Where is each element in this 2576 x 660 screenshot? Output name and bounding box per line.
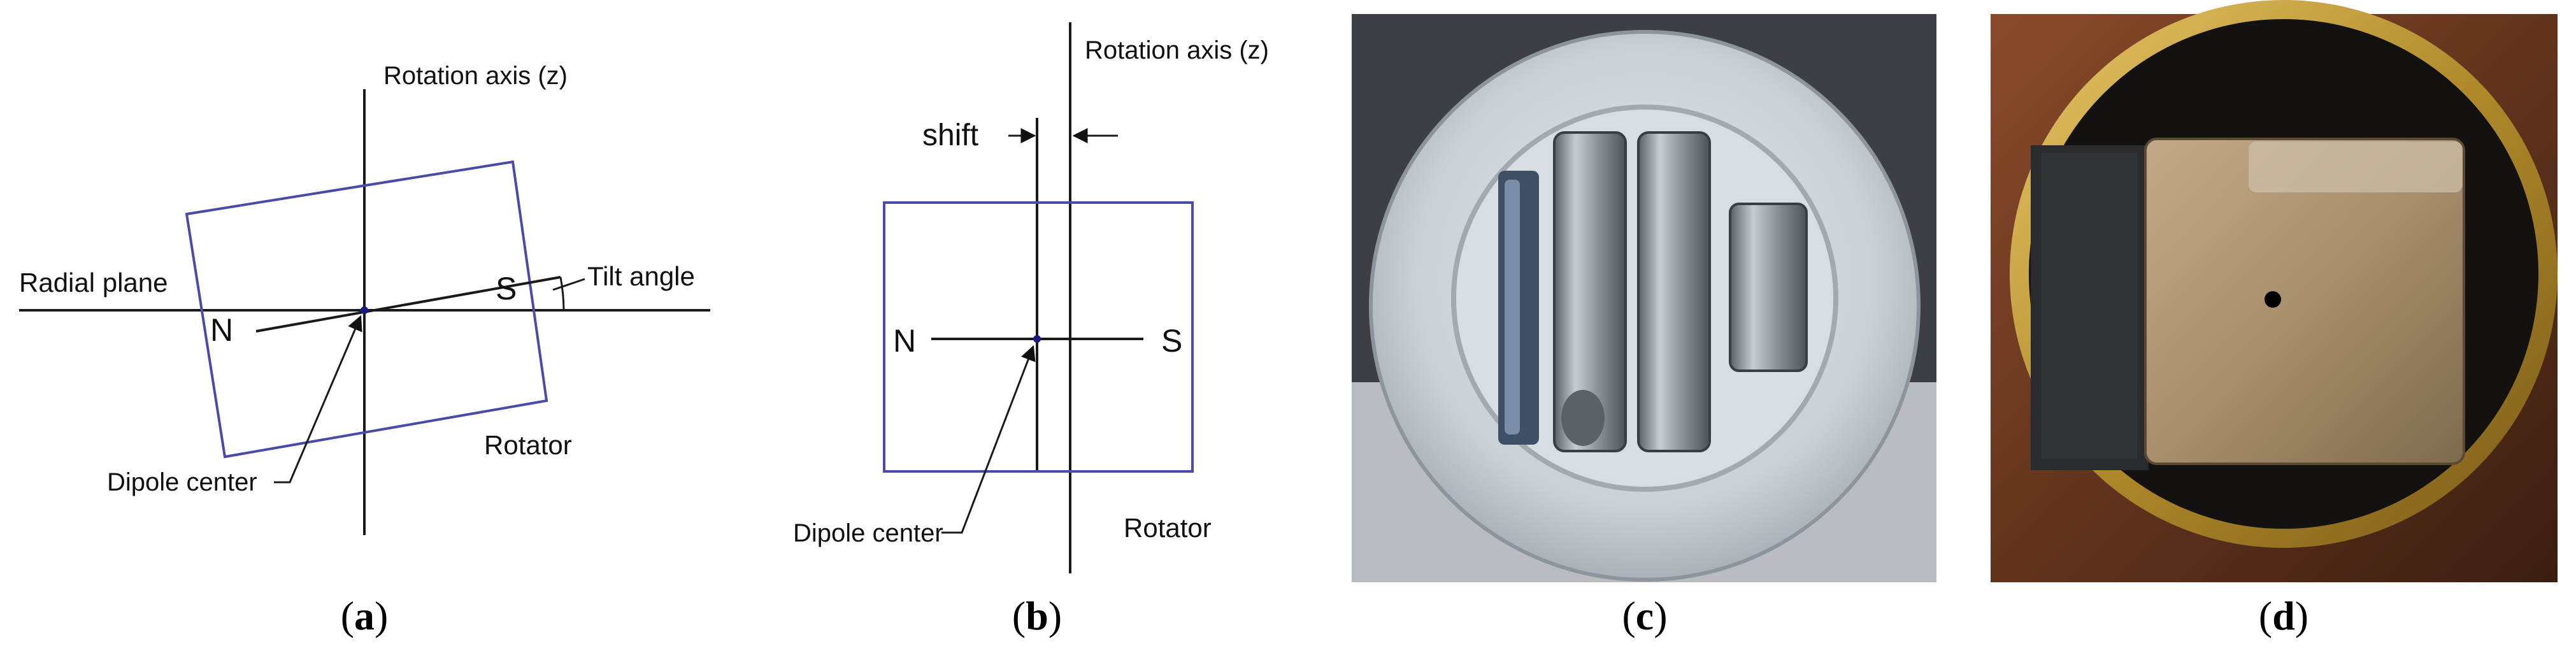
shift-label: shift xyxy=(922,118,978,152)
dipole-center-label: Dipole center xyxy=(107,468,257,496)
south-pole-label: S xyxy=(1161,323,1182,359)
cube-magnet xyxy=(2144,138,2465,465)
dipole-center-label: Dipole center xyxy=(793,519,943,547)
rotation-axis-label: Rotation axis (z) xyxy=(383,62,568,90)
panel-a: Rotation axis (z) Radial plane Tilt angl… xyxy=(19,62,710,535)
caption-d: (d) xyxy=(2258,593,2309,638)
tilt-angle-arc xyxy=(559,276,565,311)
dipole-center-dot xyxy=(1033,335,1041,343)
dipole-center-dot xyxy=(361,306,368,314)
rotator-label: Rotator xyxy=(1124,513,1212,543)
rotator-rectangle xyxy=(883,201,1194,473)
magnet-small-cube xyxy=(1729,203,1808,372)
south-pole-label: S xyxy=(496,271,517,306)
marker-dot xyxy=(2265,291,2281,308)
magnet-bar-2 xyxy=(1637,131,1711,452)
rotator-rectangle xyxy=(185,160,548,459)
caption-a: (a) xyxy=(340,593,389,638)
tilt-angle-label: Tilt angle xyxy=(587,261,695,291)
tilt-angle-leader xyxy=(552,278,585,291)
caption-c: (c) xyxy=(1622,593,1668,638)
dipole-center-leader xyxy=(941,345,1036,534)
panel-c-photo xyxy=(1352,14,1936,582)
magnet-bar-1 xyxy=(1553,131,1627,452)
north-pole-label: N xyxy=(893,323,916,359)
dipole-axis-line xyxy=(255,276,561,333)
panel-b: Rotation axis (z) shift N S Dipole cente… xyxy=(793,22,1269,573)
panel-d-photo xyxy=(1991,0,2558,582)
north-pole-label: N xyxy=(210,312,233,348)
dipole-center-leader xyxy=(274,315,362,484)
radial-plane-label: Radial plane xyxy=(19,268,168,298)
caption-b: (b) xyxy=(1012,593,1063,638)
rotation-axis-label: Rotation axis (z) xyxy=(1085,36,1269,64)
rotator-label: Rotator xyxy=(484,430,572,460)
